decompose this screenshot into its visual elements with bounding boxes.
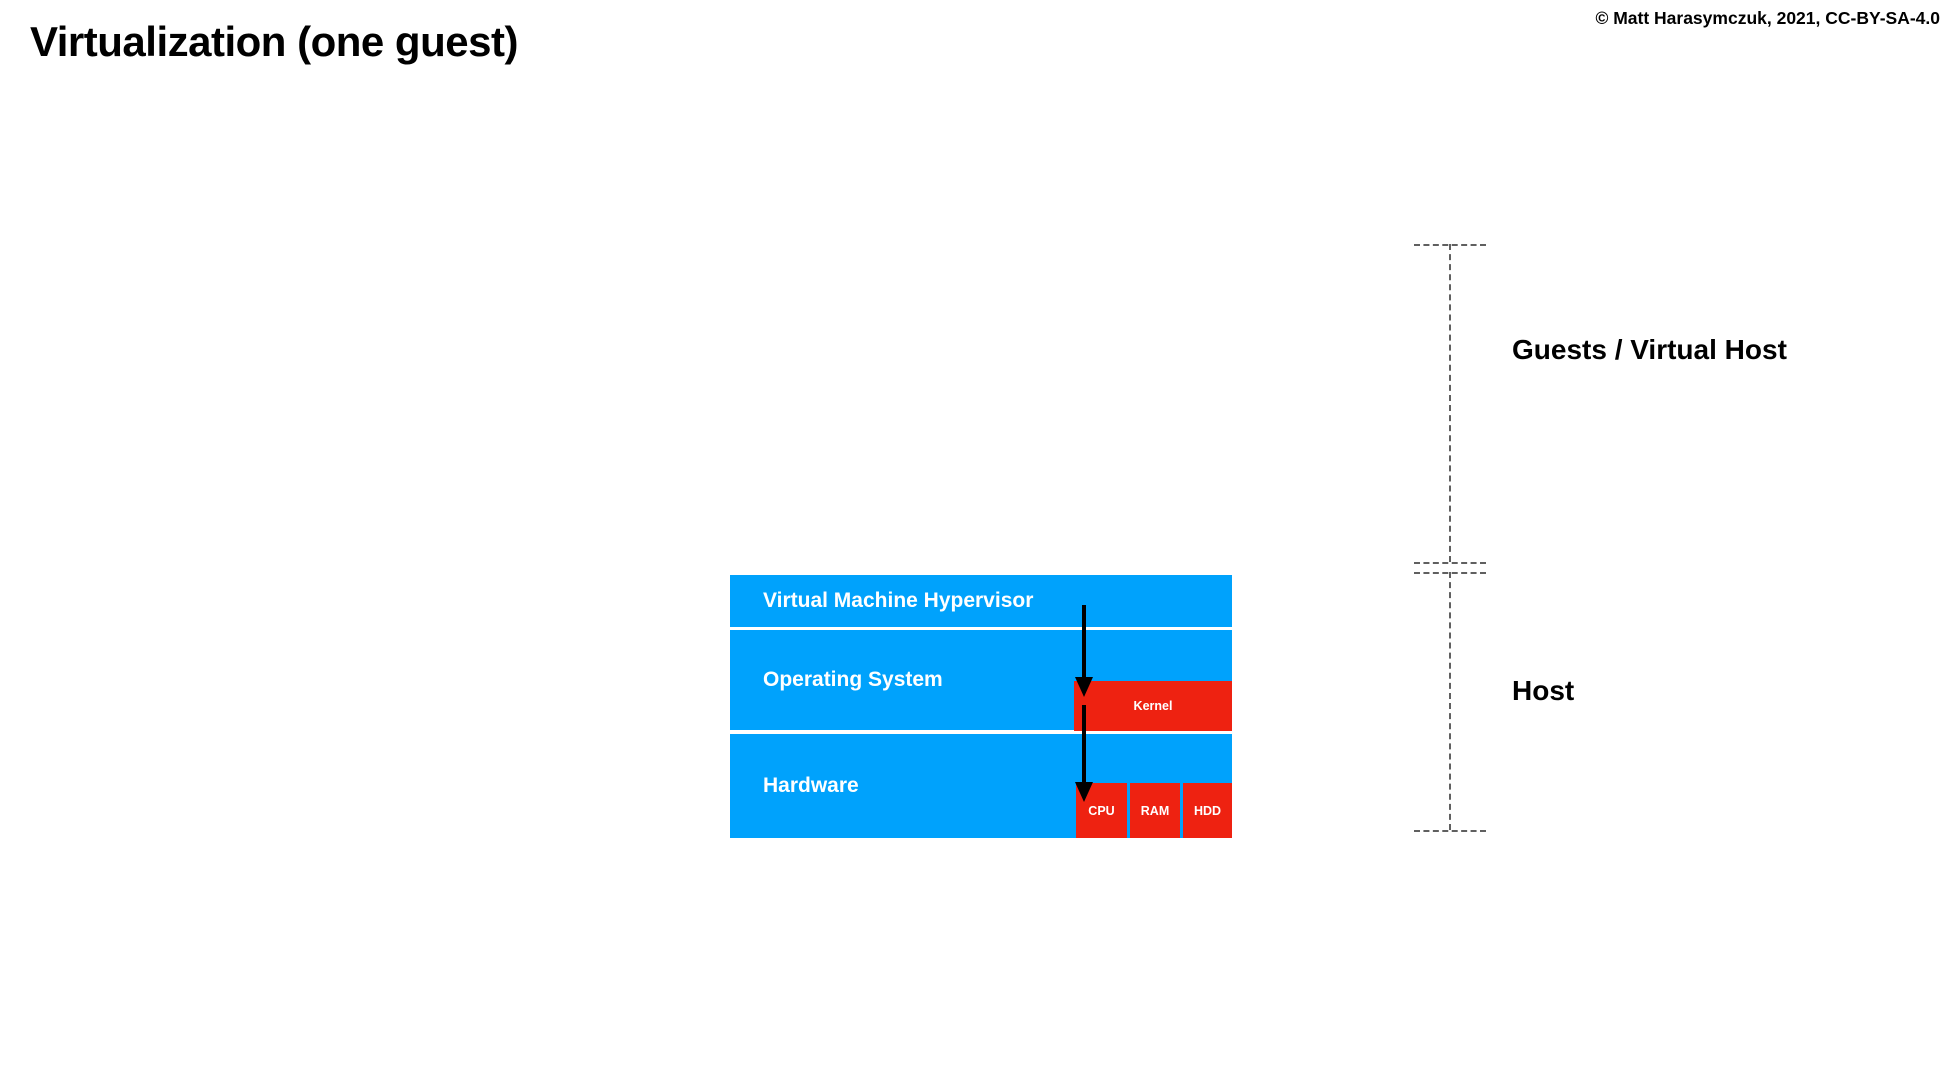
scope-brackets: [1414, 240, 1504, 840]
layer-virtual-machine-hypervisor: Virtual Machine Hypervisor: [730, 575, 1232, 627]
bracket-label-host: Host: [1512, 675, 1575, 706]
bracket-guests-bottom-rule: [1414, 562, 1486, 564]
page-title: Virtualization (one guest): [30, 18, 518, 65]
bracket-label-guests: Guests / Virtual Host: [1512, 334, 1787, 365]
layer-label-hypervisor: Virtual Machine Hypervisor: [763, 589, 1034, 612]
layer-label-hardware: Hardware: [763, 774, 859, 797]
component-ram: RAM: [1130, 783, 1180, 838]
copyright-notice: © Matt Harasymczuk, 2021, CC-BY-SA-4.0: [1595, 8, 1940, 28]
layer-operating-system: Operating System: [730, 630, 1232, 730]
layer-label-operating-system: Operating System: [763, 668, 943, 691]
bracket-host-vertical: [1449, 572, 1451, 830]
bracket-host-bottom-rule: [1414, 830, 1486, 832]
virtualization-stack-diagram: Virtual Machine Hypervisor Operating Sys…: [730, 575, 1232, 838]
component-kernel: Kernel: [1074, 681, 1232, 731]
bracket-guests-vertical: [1449, 244, 1451, 562]
component-hdd: HDD: [1183, 783, 1232, 838]
component-cpu: CPU: [1076, 783, 1127, 838]
